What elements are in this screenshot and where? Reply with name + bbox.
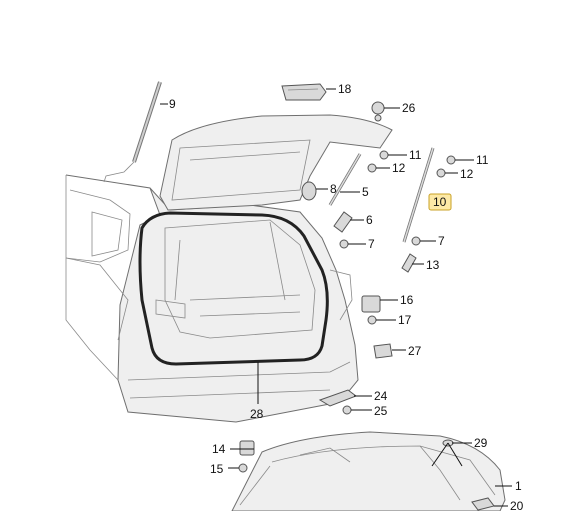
screw-25 <box>342 405 352 415</box>
screw-15 <box>238 463 248 473</box>
tailgate-upper <box>159 114 393 211</box>
callout-15: 15 <box>210 462 224 476</box>
callout-11-left: 11 <box>409 148 422 162</box>
callout-labels: 9 18 26 11 12 11 12 8 5 10 6 7 7 13 16 1… <box>169 82 524 511</box>
callout-17: 17 <box>398 313 412 327</box>
bracket-13 <box>401 253 417 273</box>
lock-16 <box>361 295 381 313</box>
callout-7-left: 7 <box>368 237 375 251</box>
callout-14: 14 <box>212 442 226 456</box>
door-seal <box>138 211 329 366</box>
clip-12-right <box>436 168 446 178</box>
callout-5: 5 <box>362 185 369 199</box>
callout-28: 28 <box>250 407 264 421</box>
bracket-6 <box>333 211 353 233</box>
light-18 <box>281 83 327 101</box>
gas-strut-5 <box>328 153 362 206</box>
block-27 <box>373 343 393 359</box>
callout-13: 13 <box>426 258 440 272</box>
gas-strut-9 <box>103 81 162 183</box>
callout-12-left: 12 <box>392 161 406 175</box>
callout-7-right: 7 <box>438 234 445 248</box>
callout-6: 6 <box>366 213 373 227</box>
callout-18: 18 <box>338 82 352 96</box>
clip-12-left <box>367 163 377 173</box>
clip-26 <box>371 101 385 115</box>
bolt-7-left <box>339 239 349 249</box>
callout-29: 29 <box>474 436 488 450</box>
callout-9: 9 <box>169 97 176 111</box>
tailgate-lower <box>231 431 506 511</box>
stop-8 <box>301 181 317 201</box>
bolt-17 <box>367 315 377 325</box>
callout-11-right: 11 <box>476 153 489 167</box>
callout-20: 20 <box>510 499 524 511</box>
clip-11-right <box>446 155 456 165</box>
callout-24: 24 <box>374 389 388 403</box>
callout-27: 27 <box>408 344 422 358</box>
callout-12-right: 12 <box>460 167 474 181</box>
vehicle-body <box>65 174 359 423</box>
callout-25: 25 <box>374 404 388 418</box>
callout-lines <box>160 88 512 507</box>
callout-10: 10 <box>433 195 447 209</box>
callout-26: 26 <box>402 101 416 115</box>
bolt-7-right <box>411 236 421 246</box>
part-14 <box>239 440 255 456</box>
callout-1: 1 <box>515 479 522 493</box>
callout-8: 8 <box>330 182 337 196</box>
callout-16: 16 <box>400 293 414 307</box>
highlight-box-10 <box>428 193 452 211</box>
gas-strut-10 <box>402 147 435 243</box>
clip-11-left <box>379 150 389 160</box>
